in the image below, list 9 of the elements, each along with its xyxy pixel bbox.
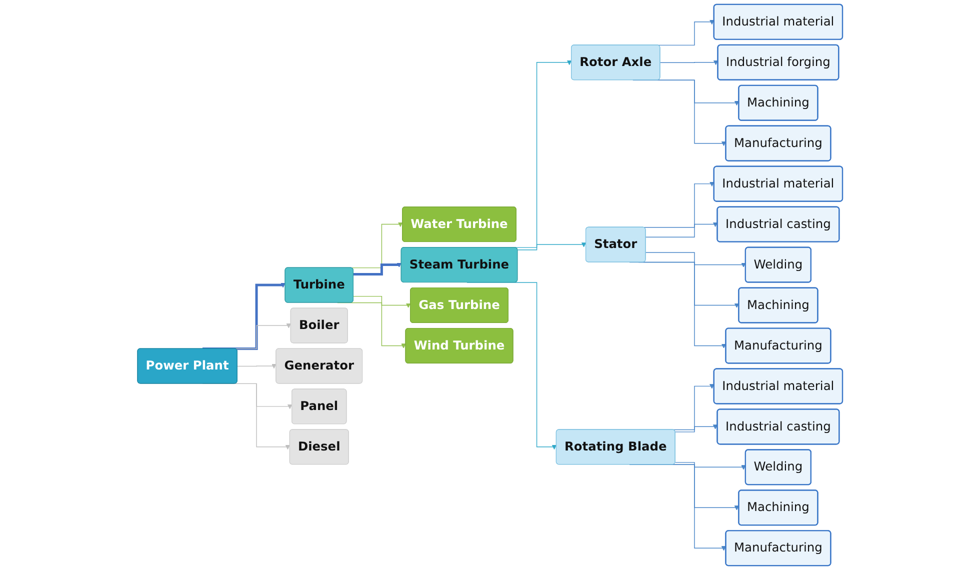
arrow bbox=[517, 242, 586, 250]
arrow bbox=[645, 252, 746, 268]
arrow bbox=[645, 222, 718, 238]
arrow bbox=[674, 462, 746, 470]
arrow bbox=[660, 60, 718, 66]
arrow bbox=[353, 296, 411, 308]
arrow bbox=[674, 424, 718, 432]
arrow bbox=[354, 262, 402, 276]
arrow bbox=[237, 364, 276, 369]
